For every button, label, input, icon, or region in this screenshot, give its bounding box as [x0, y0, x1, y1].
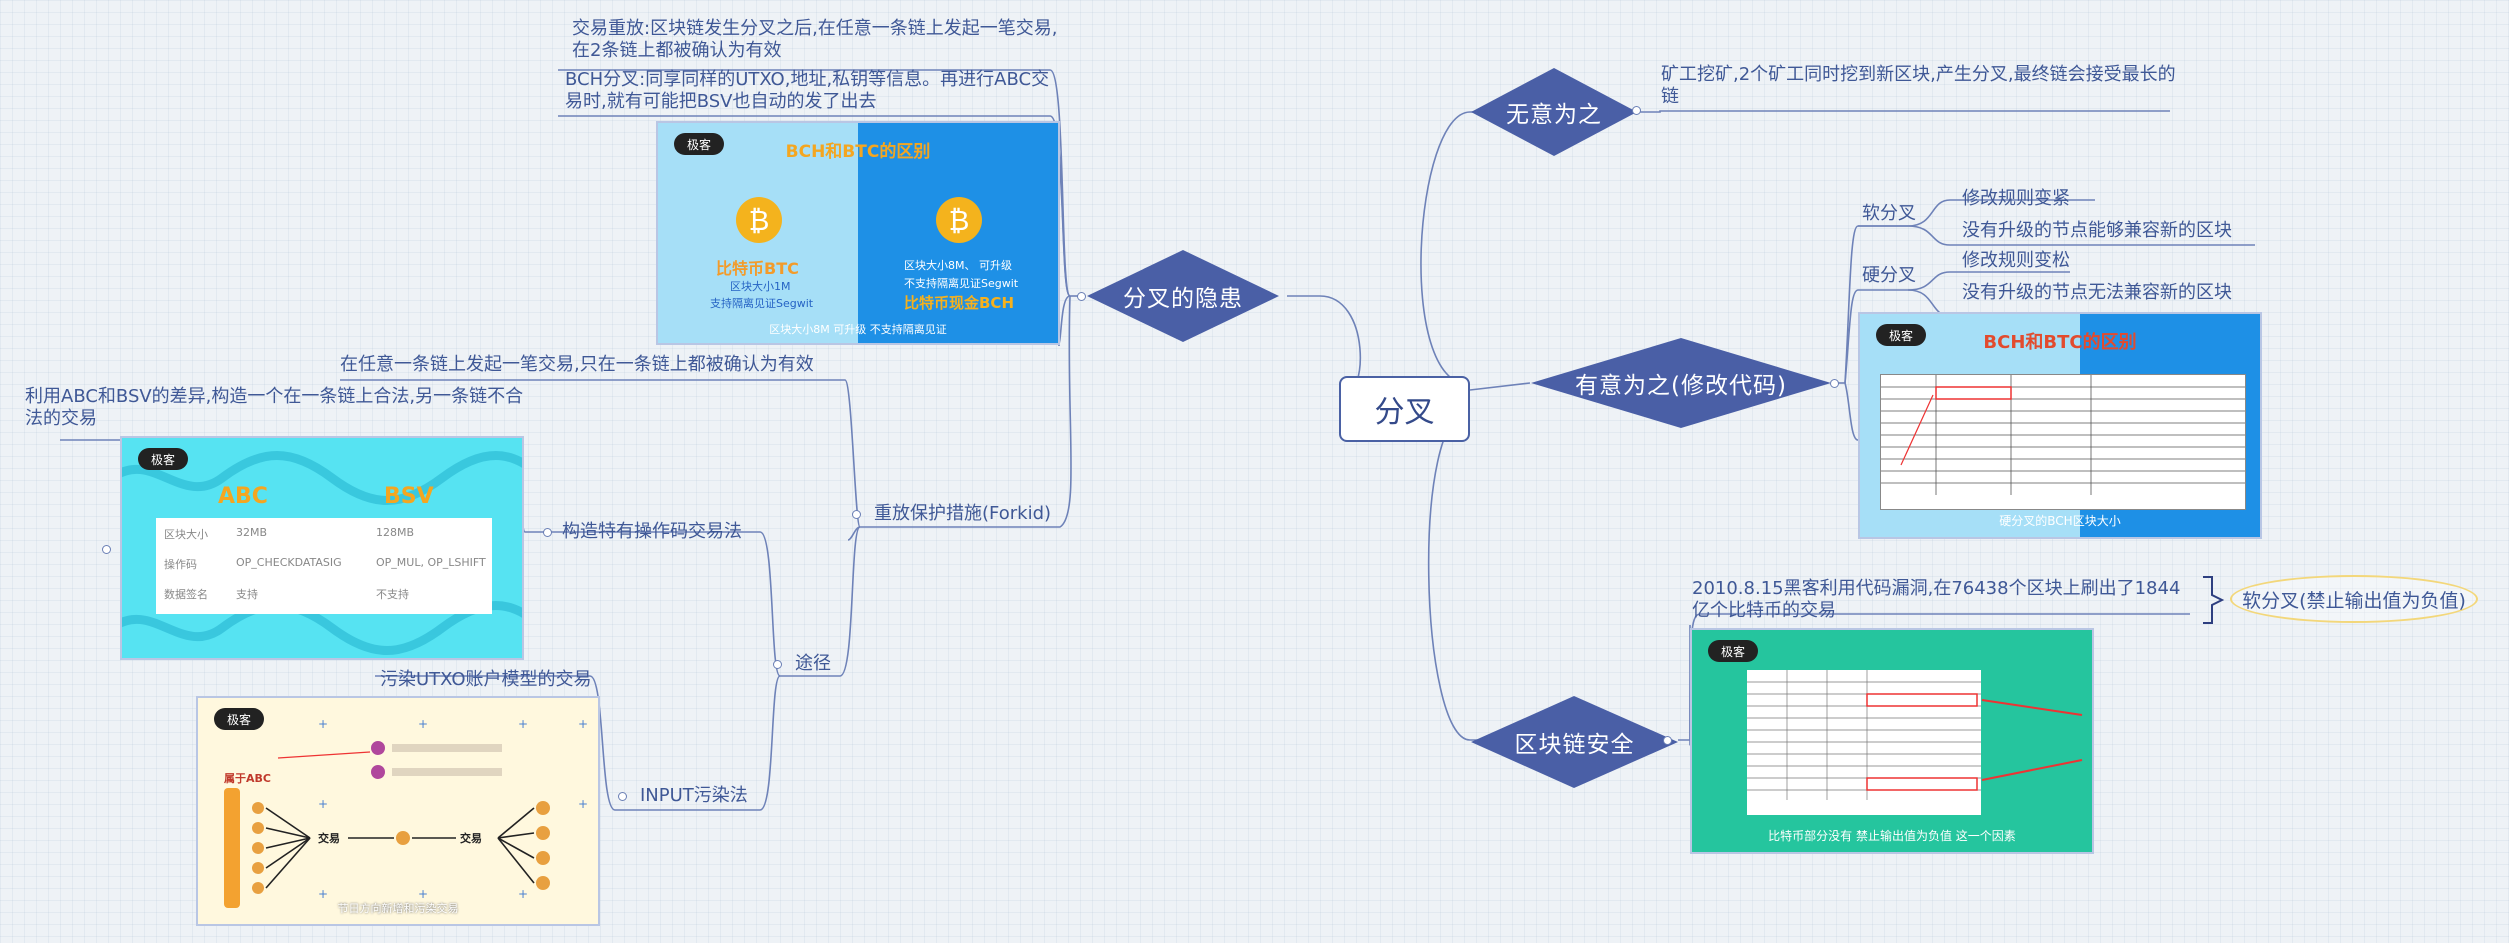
- image-utxo-pollution: 极客 + + + + + + + + + 属于ABC 交易 交易 节日方向新增和污染交易: [196, 696, 600, 926]
- soft-fork-item: 没有升级的节点能够兼容新的区块: [1962, 220, 2232, 241]
- collapse-toggle[interactable]: [102, 545, 111, 554]
- svg-text:+: +: [318, 797, 328, 811]
- brand-logo-icon: 极客: [1876, 324, 1926, 346]
- svg-text:+: +: [418, 717, 428, 731]
- collapse-toggle[interactable]: [1830, 379, 1839, 388]
- svg-text:+: +: [578, 797, 588, 811]
- image-value-overflow: 极客 比特币部分没有 禁止输出值为负值 这一个因素: [1690, 628, 2094, 854]
- svg-text:+: +: [578, 717, 588, 731]
- abc-label: ABC: [218, 484, 268, 509]
- btc-line: 区块大小1M: [730, 280, 791, 293]
- table-cell: 数据签名: [164, 588, 208, 601]
- hard-fork-item: 修改规则变松: [1962, 250, 2070, 271]
- image-bch-btc-diff: 极客 BCH和BTC的区别 ₿ ₿ 比特币BTC 区块大小1M 支持隔离见证Se…: [656, 121, 1060, 345]
- unintentional-note: 矿工挖矿,2个矿工同时挖到新区块,产生分叉,最终链会接受最长的链: [1661, 64, 2176, 107]
- replay-protection-note: 在任意一条链上发起一笔交易,只在一条链上都被确认为有效: [340, 354, 814, 375]
- root-node[interactable]: 分叉: [1339, 376, 1470, 442]
- collapse-toggle[interactable]: [1663, 736, 1672, 745]
- brand-logo-icon: 极客: [138, 448, 188, 470]
- btc-title: 比特币BTC: [716, 259, 799, 278]
- node-security[interactable]: 区块链安全: [1471, 696, 1678, 788]
- btc-line: 支持隔离见证Segwit: [710, 297, 814, 310]
- collapse-toggle[interactable]: [773, 660, 782, 669]
- table-cell: OP_MUL, OP_LSHIFT: [376, 556, 486, 569]
- bitcoin-icon: ₿: [936, 197, 982, 243]
- summary-soft-fork[interactable]: 软分叉(禁止输出值为负值): [2230, 575, 2478, 623]
- image-abc-bsv: 极客 ABC BSV 区块大小 32MB 128MB 操作码 OP_CHECKD…: [120, 436, 524, 660]
- node-hidden-danger-label: 分叉的隐患: [1123, 286, 1243, 312]
- node-unintentional-label: 无意为之: [1506, 102, 1602, 128]
- opcode-label[interactable]: 构造特有操作码交易法: [562, 521, 742, 542]
- node-unintentional[interactable]: 无意为之: [1471, 68, 1637, 156]
- svg-text:+: +: [518, 717, 528, 731]
- collapse-toggle[interactable]: [543, 528, 552, 537]
- collapse-toggle[interactable]: [618, 792, 627, 801]
- bch-note: BCH分叉:同享同样的UTXO,地址,私钥等信息。再进行ABC交易时,就有可能把…: [565, 69, 1050, 112]
- brand-logo-icon: 极客: [674, 133, 724, 155]
- svg-text:+: +: [418, 887, 428, 901]
- input-pollution-label[interactable]: INPUT污染法: [640, 785, 748, 806]
- brand-logo-icon: 极客: [1708, 640, 1758, 662]
- svg-text:+: +: [518, 887, 528, 901]
- table-cell: 32MB: [236, 526, 268, 539]
- collapse-toggle[interactable]: [852, 510, 861, 519]
- bsv-label: BSV: [384, 484, 434, 509]
- label-abc: 属于ABC: [224, 772, 271, 785]
- table-cell: 操作码: [164, 558, 197, 571]
- table-cell: 128MB: [376, 526, 415, 539]
- node-hidden-danger[interactable]: 分叉的隐患: [1087, 250, 1279, 342]
- replay-protection-label[interactable]: 重放保护措施(Forkid): [874, 503, 1052, 524]
- table-cell: 区块大小: [164, 528, 208, 541]
- table-cell: OP_CHECKDATASIG: [236, 556, 342, 569]
- image-bch-btc-table: 极客 BCH和BTC的区别 硬分叉的BCH区块大小: [1858, 312, 2262, 539]
- bch-line: 不支持隔离见证Segwit: [904, 277, 1019, 290]
- node-security-label: 区块链安全: [1514, 732, 1635, 758]
- table-cell: 不支持: [376, 588, 409, 601]
- table-cell: 支持: [236, 588, 258, 601]
- label-tx: 交易: [318, 832, 340, 845]
- opcode-note: 利用ABC和BSV的差异,构造一个在一条链上合法,另一条链不合法的交易: [25, 386, 524, 429]
- image-caption: 硬分叉的BCH区块大小: [1999, 514, 2121, 528]
- image-title: BCH和BTC的区别: [1983, 332, 2137, 353]
- image-caption: 区块大小8M 可升级 不支持隔离见证: [769, 323, 947, 336]
- node-intentional[interactable]: 有意为之(修改代码): [1531, 338, 1831, 428]
- image-caption: 比特币部分没有 禁止输出值为负值 这一个因素: [1768, 829, 2016, 843]
- bch-line: 区块大小8M、 可升级: [904, 259, 1012, 272]
- bitcoin-icon: ₿: [736, 197, 782, 243]
- approach-label[interactable]: 途径: [795, 653, 831, 674]
- bch-title: 比特币现金BCH: [904, 294, 1014, 312]
- brand-logo-icon: 极客: [214, 708, 264, 730]
- image-title: BCH和BTC的区别: [785, 142, 931, 162]
- hard-fork-item: 没有升级的节点无法兼容新的区块: [1962, 282, 2232, 303]
- svg-text:+: +: [318, 887, 328, 901]
- security-note: 2010.8.15黑客利用代码漏洞,在76438个区块上刷出了1844亿个比特币…: [1692, 578, 2181, 621]
- collapse-toggle[interactable]: [1077, 292, 1086, 301]
- root-label: 分叉: [1374, 395, 1435, 430]
- replay-note: 交易重放:区块链发生分叉之后,在任意一条链上发起一笔交易,在2条链上都被确认为有…: [572, 18, 1058, 61]
- hard-fork-label: 硬分叉: [1862, 265, 1916, 286]
- node-intentional-label: 有意为之(修改代码): [1575, 373, 1787, 399]
- input-pollution-note: 污染UTXO账户模型的交易: [380, 669, 592, 690]
- svg-text:+: +: [318, 717, 328, 731]
- collapse-toggle[interactable]: [1632, 106, 1641, 115]
- label-tx: 交易: [460, 832, 482, 845]
- summary-bracket: [2203, 576, 2225, 624]
- soft-fork-item: 修改规则变紧: [1962, 188, 2070, 209]
- soft-fork-label: 软分叉: [1862, 203, 1916, 224]
- image-caption: 节日方向新增和污染交易: [337, 902, 459, 915]
